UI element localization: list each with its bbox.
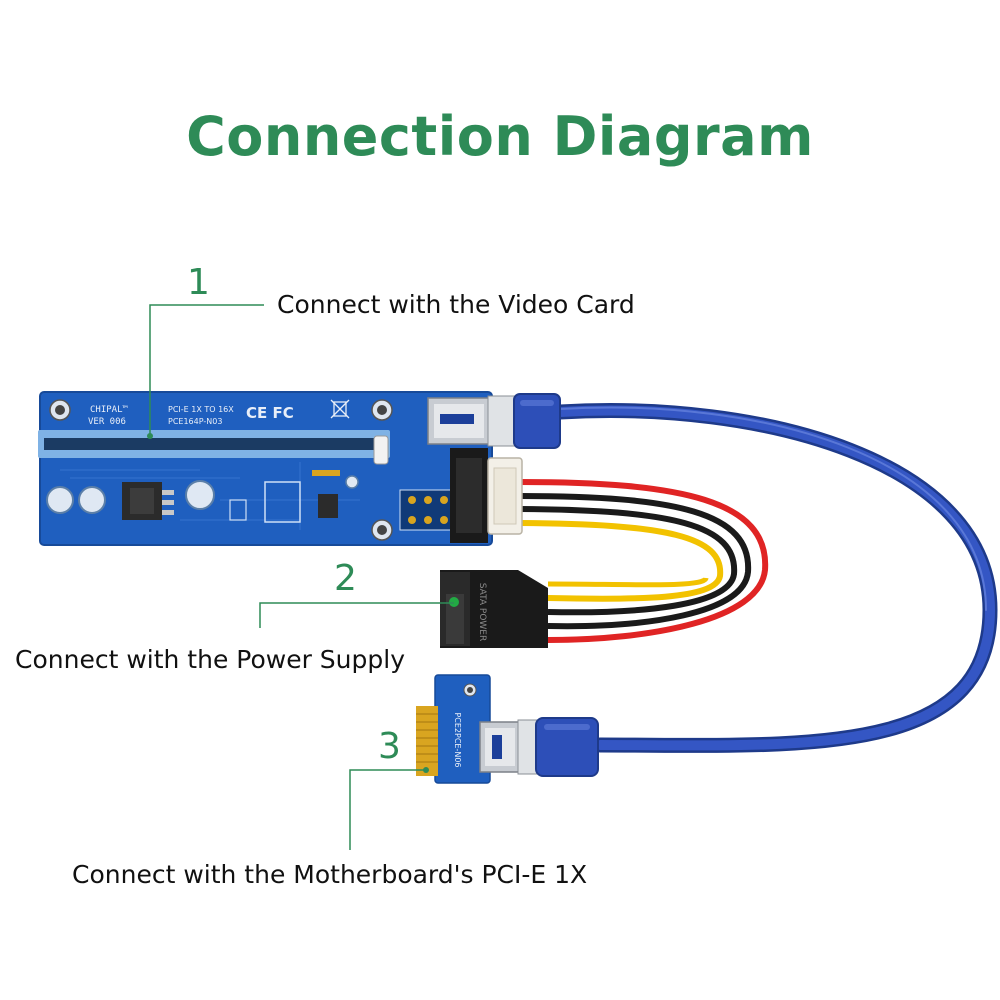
step-1-label: Connect with the Video Card bbox=[277, 290, 635, 319]
usb-port-16x bbox=[427, 393, 561, 449]
step-1-number: 1 bbox=[187, 262, 210, 303]
step-2-number: 2 bbox=[334, 558, 357, 599]
diagram-title: Connection Diagram bbox=[186, 105, 814, 168]
board-version: VER 006 bbox=[88, 417, 126, 427]
power-wires bbox=[519, 479, 769, 643]
molex-connector bbox=[450, 448, 523, 543]
step-2-label: Connect with the Power Supply bbox=[15, 645, 406, 674]
riser-board-16x: CHIPAL™ VER 006 PCI-E 1X TO 16X PCE164P-… bbox=[38, 391, 493, 546]
callout-line-1 bbox=[149, 304, 264, 436]
callout-line-3 bbox=[349, 769, 426, 850]
card-model: PCE2PCE-N06 bbox=[453, 712, 462, 767]
sata-label: SATA POWER bbox=[477, 583, 487, 642]
board-brand: CHIPAL™ bbox=[90, 405, 128, 415]
pcie-1x-gold-fingers bbox=[416, 706, 438, 776]
recycle-bin-icon bbox=[330, 399, 350, 419]
callout-lines bbox=[147, 304, 454, 850]
riser-card-1x: PCE2PCE-N06 bbox=[416, 674, 599, 784]
board-cert-marks: CE FC bbox=[246, 404, 294, 422]
usb-cable bbox=[552, 403, 998, 753]
board-spec: PCI-E 1X TO 16X bbox=[168, 405, 234, 414]
callout-line-2 bbox=[259, 602, 454, 628]
step-3-number: 3 bbox=[378, 726, 401, 767]
step-3-label: Connect with the Motherboard's PCI-E 1X bbox=[72, 860, 588, 889]
sata-power-connector: SATA POWER bbox=[440, 570, 548, 648]
board-model: PCE164P-N03 bbox=[168, 417, 222, 426]
